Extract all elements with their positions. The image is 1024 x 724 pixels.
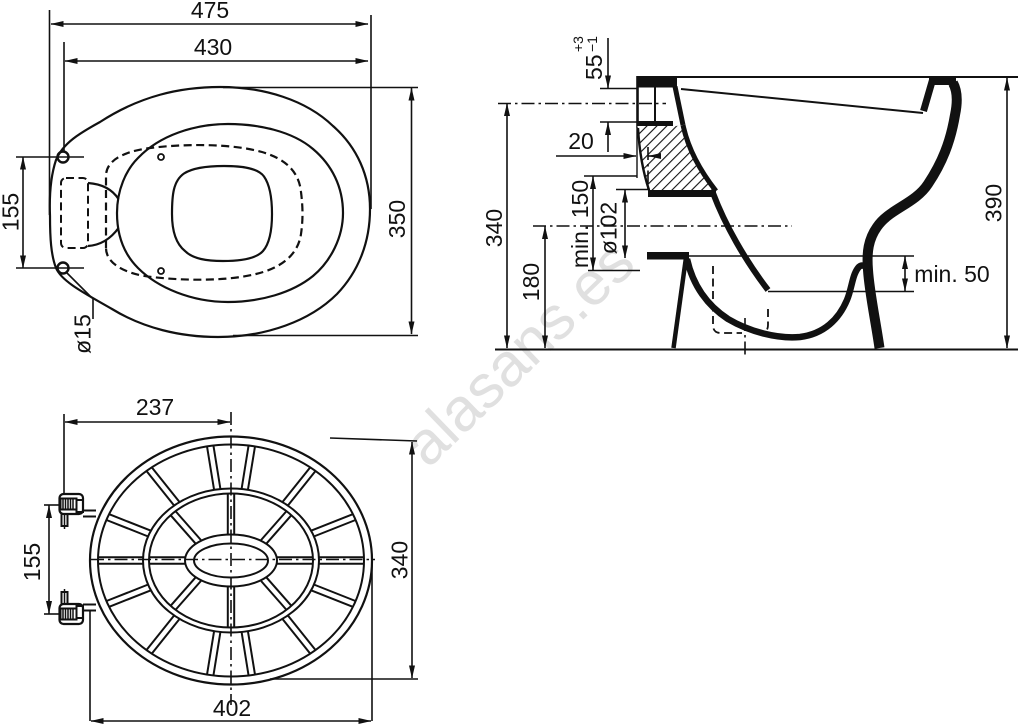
svg-text:350: 350 bbox=[384, 200, 410, 238]
svg-text:237: 237 bbox=[136, 394, 174, 420]
svg-text:390: 390 bbox=[981, 184, 1007, 222]
svg-text:155: 155 bbox=[19, 543, 45, 581]
svg-text:402: 402 bbox=[213, 695, 251, 721]
svg-text:−1: −1 bbox=[584, 36, 600, 52]
svg-text:ø15: ø15 bbox=[70, 314, 96, 354]
svg-text:+3: +3 bbox=[570, 36, 586, 52]
svg-text:340: 340 bbox=[387, 541, 413, 579]
svg-text:430: 430 bbox=[194, 34, 232, 60]
svg-text:min. 50: min. 50 bbox=[914, 261, 989, 287]
svg-text:55: 55 bbox=[581, 54, 607, 80]
svg-text:340: 340 bbox=[481, 209, 507, 247]
svg-text:ø102: ø102 bbox=[596, 202, 622, 254]
svg-text:180: 180 bbox=[518, 263, 544, 301]
svg-text:155: 155 bbox=[0, 193, 24, 231]
svg-text:20: 20 bbox=[568, 128, 594, 154]
svg-text:475: 475 bbox=[191, 0, 229, 23]
svg-text:min. 150: min. 150 bbox=[567, 180, 593, 268]
